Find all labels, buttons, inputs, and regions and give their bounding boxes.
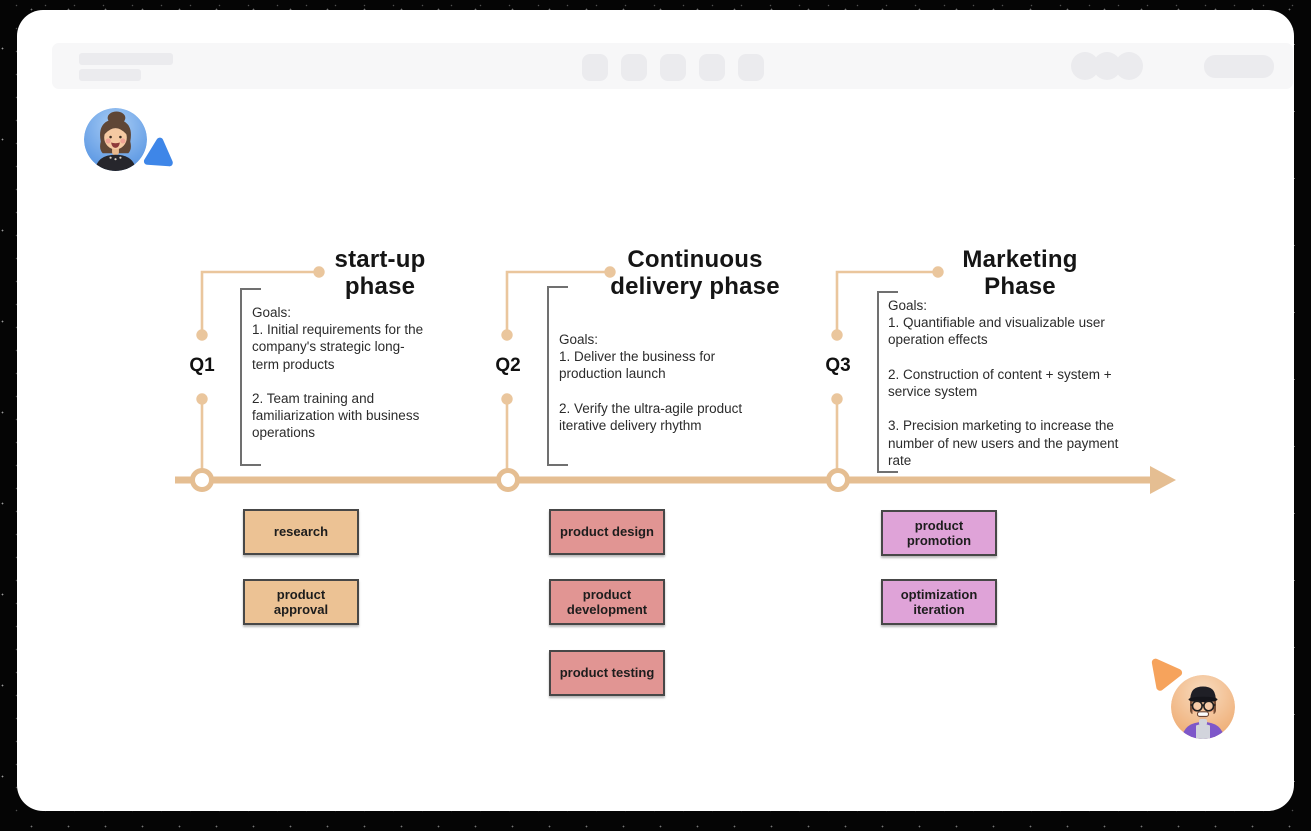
goal-brackets: [240, 286, 898, 473]
task-box-product-approval[interactable]: product approval: [243, 579, 359, 625]
task-box-product-design[interactable]: product design: [549, 509, 665, 555]
timeline-diagram: [175, 266, 1176, 494]
goal-bracket-q2: [547, 286, 568, 466]
toolbar-button-4[interactable]: [699, 54, 725, 81]
quarter-label-q2[interactable]: Q2: [495, 355, 521, 376]
task-box-research[interactable]: research: [243, 509, 359, 555]
window-topbar: [52, 43, 1293, 89]
goal-bracket-q3: [877, 291, 898, 473]
avatar-artwork: [1171, 675, 1235, 739]
task-box-product-testing[interactable]: product testing: [549, 650, 665, 696]
topbar-subtitle-skeleton: [79, 69, 141, 81]
avatar-placeholder-3[interactable]: [1115, 52, 1143, 80]
timeline-arrowhead-icon: [1150, 466, 1176, 494]
phase-connector-q2: [501, 266, 616, 480]
collaborator-avatar-female: [84, 108, 147, 171]
toolbar-button-3[interactable]: [660, 54, 686, 81]
phase-goals-q2[interactable]: Goals: 1. Deliver the business for produ…: [559, 332, 743, 434]
phase-goals-q1[interactable]: Goals: 1. Initial requirements for the c…: [252, 305, 424, 441]
collaborator-avatar-capped: [1171, 675, 1235, 739]
phase-title-startup[interactable]: start-up phase: [334, 246, 426, 300]
task-box-product-development[interactable]: product development: [549, 579, 665, 625]
timeline-node-q2[interactable]: [496, 468, 520, 492]
toolbar-button-1[interactable]: [582, 54, 608, 81]
toolbar-button-2[interactable]: [621, 54, 647, 81]
timeline-axis[interactable]: [175, 466, 1176, 494]
avatar-artwork: [84, 108, 147, 171]
quarter-label-q1[interactable]: Q1: [189, 355, 215, 376]
app-window: start-up phase Continuous delivery phase…: [17, 10, 1294, 811]
toolbar-button-5[interactable]: [738, 54, 764, 81]
quarter-label-q3[interactable]: Q3: [825, 355, 851, 376]
phase-goals-q3[interactable]: Goals: 1. Quantifiable and visualizable …: [888, 298, 1119, 468]
phase-title-continuous-delivery[interactable]: Continuous delivery phase: [610, 246, 780, 300]
phase-connector-q1: [196, 266, 325, 480]
share-button-skeleton[interactable]: [1204, 55, 1274, 78]
collaborator-cursor-icon-orange: [1137, 647, 1188, 698]
phase-connector-q3: [831, 266, 944, 480]
task-box-product-promotion[interactable]: product promotion: [881, 510, 997, 556]
timeline-node-q3[interactable]: [826, 468, 850, 492]
task-box-optimization-iteration[interactable]: optimization iteration: [881, 579, 997, 625]
collaborator-cursor-icon-blue: [140, 135, 176, 171]
phase-title-marketing[interactable]: Marketing Phase: [962, 246, 1078, 300]
goal-bracket-q1: [240, 288, 261, 466]
topbar-title-skeleton: [79, 53, 173, 65]
timeline-node-q1[interactable]: [190, 468, 214, 492]
